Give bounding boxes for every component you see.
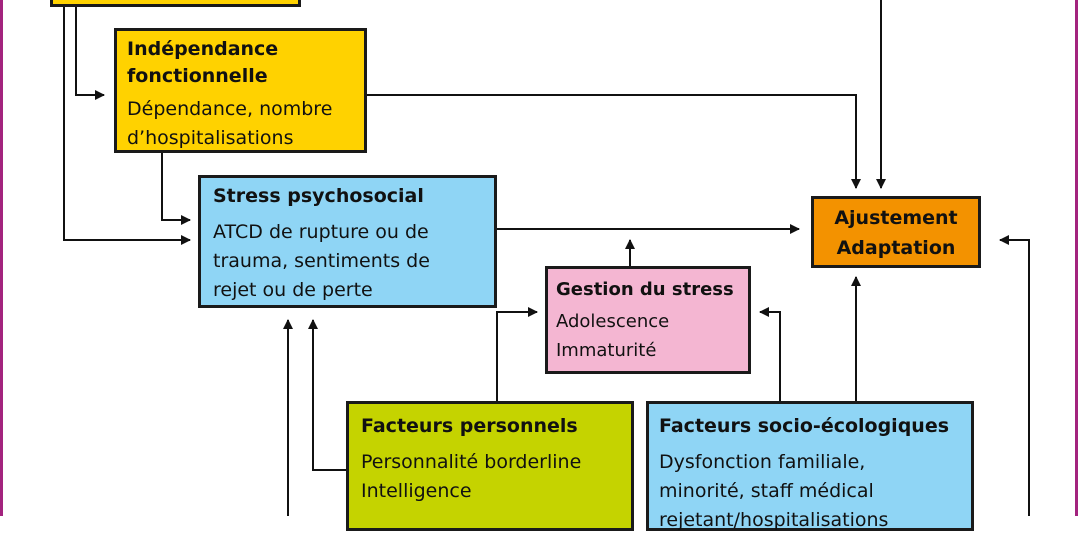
ajustement-title-line2: Adaptation — [836, 237, 956, 259]
frame-right-border — [1075, 0, 1078, 516]
arrow-socio-to-gestion — [759, 307, 781, 401]
stress-title: Stress psychosocial — [213, 185, 424, 207]
arrow-independance-to-ajustement — [367, 94, 861, 189]
socio-body-line1: Dysfonction familiale, — [659, 451, 866, 473]
connector-arrows — [63, 0, 1030, 516]
arrow-personnels-to-gestion — [496, 307, 538, 401]
personnels-body-line1: Personnalité borderline — [361, 451, 582, 473]
box-independance-fonctionnelle: Indépendance fonctionnelle Dépendance, n… — [114, 28, 367, 153]
gestion-body-line2: Immaturité — [556, 340, 657, 361]
socio-title: Facteurs socio-écologiques — [659, 415, 950, 437]
independance-title-line1: Indépendance — [127, 38, 279, 60]
box-facteurs-personnels: Facteurs personnels Personnalité borderl… — [346, 401, 634, 531]
independance-title-line2: fonctionnelle — [127, 65, 268, 87]
socio-body-line3: rejetant/hospitalisations — [659, 509, 889, 531]
box-gestion-du-stress: Gestion du stress Adolescence Immaturité — [545, 266, 751, 374]
stress-body-line1: ATCD de rupture ou de — [213, 221, 429, 243]
arrow-top-to-stress — [63, 6, 191, 245]
frame-left-border — [0, 0, 3, 516]
arrow-independance-to-stress — [161, 153, 191, 225]
personnels-body-line2: Intelligence — [361, 480, 472, 502]
independance-body-line2: d’hospitalisations — [127, 127, 294, 149]
gestion-body-line1: Adolescence — [556, 311, 670, 332]
box-top-partial — [50, 0, 301, 7]
box-facteurs-socio-ecologiques: Facteurs socio-écologiques Dysfonction f… — [646, 401, 974, 531]
stress-body-line2: trauma, sentiments de — [213, 250, 430, 272]
personnels-title: Facteurs personnels — [361, 415, 578, 437]
box-stress-psychosocial: Stress psychosocial ATCD de rupture ou d… — [198, 175, 497, 308]
ajustement-title-line1: Ajustement — [834, 207, 958, 229]
socio-body-line2: minorité, staff médical — [659, 480, 874, 502]
stress-body-line3: rejet ou de perte — [213, 279, 373, 301]
arrow-right-to-ajustement — [999, 235, 1030, 516]
gestion-title: Gestion du stress — [556, 279, 734, 300]
independance-body-line1: Dépendance, nombre — [127, 98, 333, 120]
arrow-top-to-independance — [75, 6, 105, 100]
box-ajustement-adaptation: Ajustement Adaptation — [811, 196, 981, 268]
arrow-personnels-to-stress — [308, 319, 346, 471]
